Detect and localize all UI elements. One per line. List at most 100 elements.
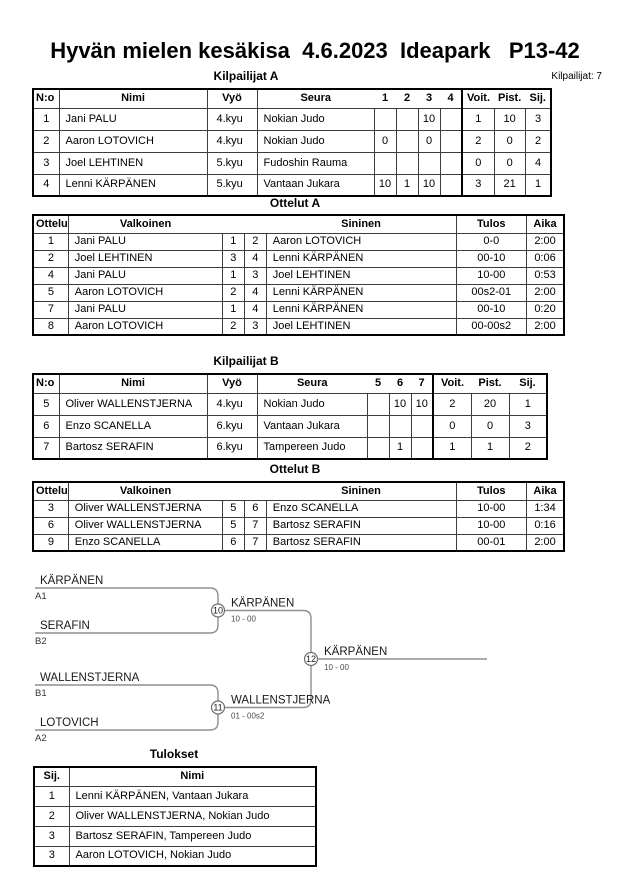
cell: 1: [221, 232, 245, 251]
cell: Nokian Judo: [256, 392, 368, 416]
cell: 3: [508, 414, 548, 438]
cell: Aaron LOTOVICH, Nokian Judo: [68, 845, 317, 867]
cell: 5.kyu: [206, 151, 258, 175]
column-header: Seura: [256, 373, 367, 394]
column-header: Voit.: [432, 373, 471, 394]
bracket-slot1-seed: A1: [35, 591, 47, 602]
cell: Jani PALU: [67, 300, 223, 319]
cell: 9: [32, 533, 69, 552]
cell: Lenni KÄRPÄNEN: [265, 300, 457, 319]
cell: 3: [243, 266, 267, 285]
cell: Oliver WALLENSTJERNA: [67, 499, 223, 518]
bracket-match10-circle: [210, 603, 226, 618]
column-header: Ottelu: [33, 481, 69, 501]
cell: 1: [395, 173, 419, 197]
results-heading: Tulokset: [149, 747, 199, 761]
cell: 0:06: [525, 249, 565, 268]
column-header: [244, 214, 267, 234]
cell: [395, 151, 419, 175]
column-header: Nimi: [58, 373, 207, 394]
column-header: 7: [411, 373, 433, 394]
cell: 0: [470, 414, 510, 438]
cell: [366, 414, 390, 438]
elimination-bracket: KÄRPÄNEN A1 SERAFIN B2 WALLENSTJERNA B1 …: [35, 575, 487, 744]
cell: 1: [432, 436, 472, 460]
cell: 20: [470, 392, 510, 416]
column-header: [244, 481, 267, 501]
cell: 3: [460, 173, 495, 197]
column-header: Sininen: [266, 214, 457, 234]
cell: 2: [221, 283, 245, 302]
column-header: Vyö: [206, 373, 257, 394]
cell: Enzo SCANELLA: [58, 414, 208, 438]
cell: Nokian Judo: [256, 107, 375, 131]
matches-b-heading: Ottelut B: [269, 462, 321, 476]
column-header: 6: [389, 373, 411, 394]
cell: Aaron LOTOVICH: [67, 283, 223, 302]
cell: 4: [32, 173, 60, 197]
cell: 0:53: [525, 266, 565, 285]
cell: 3: [221, 249, 245, 268]
cell: 1: [32, 107, 60, 131]
bracket-line-sf1-winner: [224, 609, 312, 653]
cell: 00-00s2: [455, 317, 527, 336]
cell: 3: [32, 151, 60, 175]
cell: 6.kyu: [206, 436, 258, 460]
cell: 0: [460, 151, 495, 175]
cell: Tampereen Judo: [256, 436, 368, 460]
cell: 10: [493, 107, 526, 131]
cell: Bartosz SERAFIN: [58, 436, 208, 460]
cell: 10: [388, 392, 412, 416]
column-header: 1: [374, 88, 396, 109]
cell: 4: [243, 300, 267, 319]
bracket-line-slot2: [35, 617, 219, 634]
cell: [373, 107, 397, 131]
column-header: Valkoinen: [67, 481, 223, 501]
cell: 4.kyu: [206, 107, 258, 131]
cell: Aaron LOTOVICH: [265, 232, 457, 251]
bracket-line-slot3: [35, 684, 219, 701]
cell: 3: [32, 499, 69, 518]
cell: 10: [417, 173, 441, 197]
cell: [439, 129, 463, 153]
cell: [388, 414, 412, 438]
cell: Oliver WALLENSTJERNA: [58, 392, 208, 416]
cell: 0: [493, 129, 526, 153]
cell: Jani PALU: [58, 107, 208, 131]
bracket-match11-number: 11: [213, 703, 222, 713]
cell: 0-0: [455, 232, 527, 251]
column-header: Tulos: [455, 214, 527, 234]
cell: Lenni KÄRPÄNEN: [265, 283, 457, 302]
bracket-sf1-score: 10 - 00: [231, 615, 256, 624]
cell: 7: [243, 533, 267, 552]
cell: 4: [32, 266, 69, 285]
cell: 8: [32, 317, 69, 336]
cell: 5: [221, 499, 245, 518]
cell: 4: [524, 151, 552, 175]
column-header: N:o: [33, 373, 59, 394]
cell: 0: [373, 129, 397, 153]
cell: Lenni KÄRPÄNEN: [58, 173, 208, 197]
cell: 5: [32, 283, 69, 302]
cell: 1: [32, 232, 69, 251]
cell: Fudoshin Rauma: [256, 151, 375, 175]
cell: Bartosz SERAFIN: [265, 516, 457, 535]
column-header: Voit.: [460, 88, 495, 109]
cell: 00s2-01: [455, 283, 527, 302]
cell: Aaron LOTOVICH: [58, 129, 208, 153]
cell: [410, 436, 434, 460]
pool-b-heading: Kilpailijat B: [213, 354, 279, 368]
cell: 2:00: [525, 533, 565, 552]
cell: 2: [432, 392, 472, 416]
cell: 3: [524, 107, 552, 131]
bracket-match12-number: 12: [306, 654, 316, 664]
